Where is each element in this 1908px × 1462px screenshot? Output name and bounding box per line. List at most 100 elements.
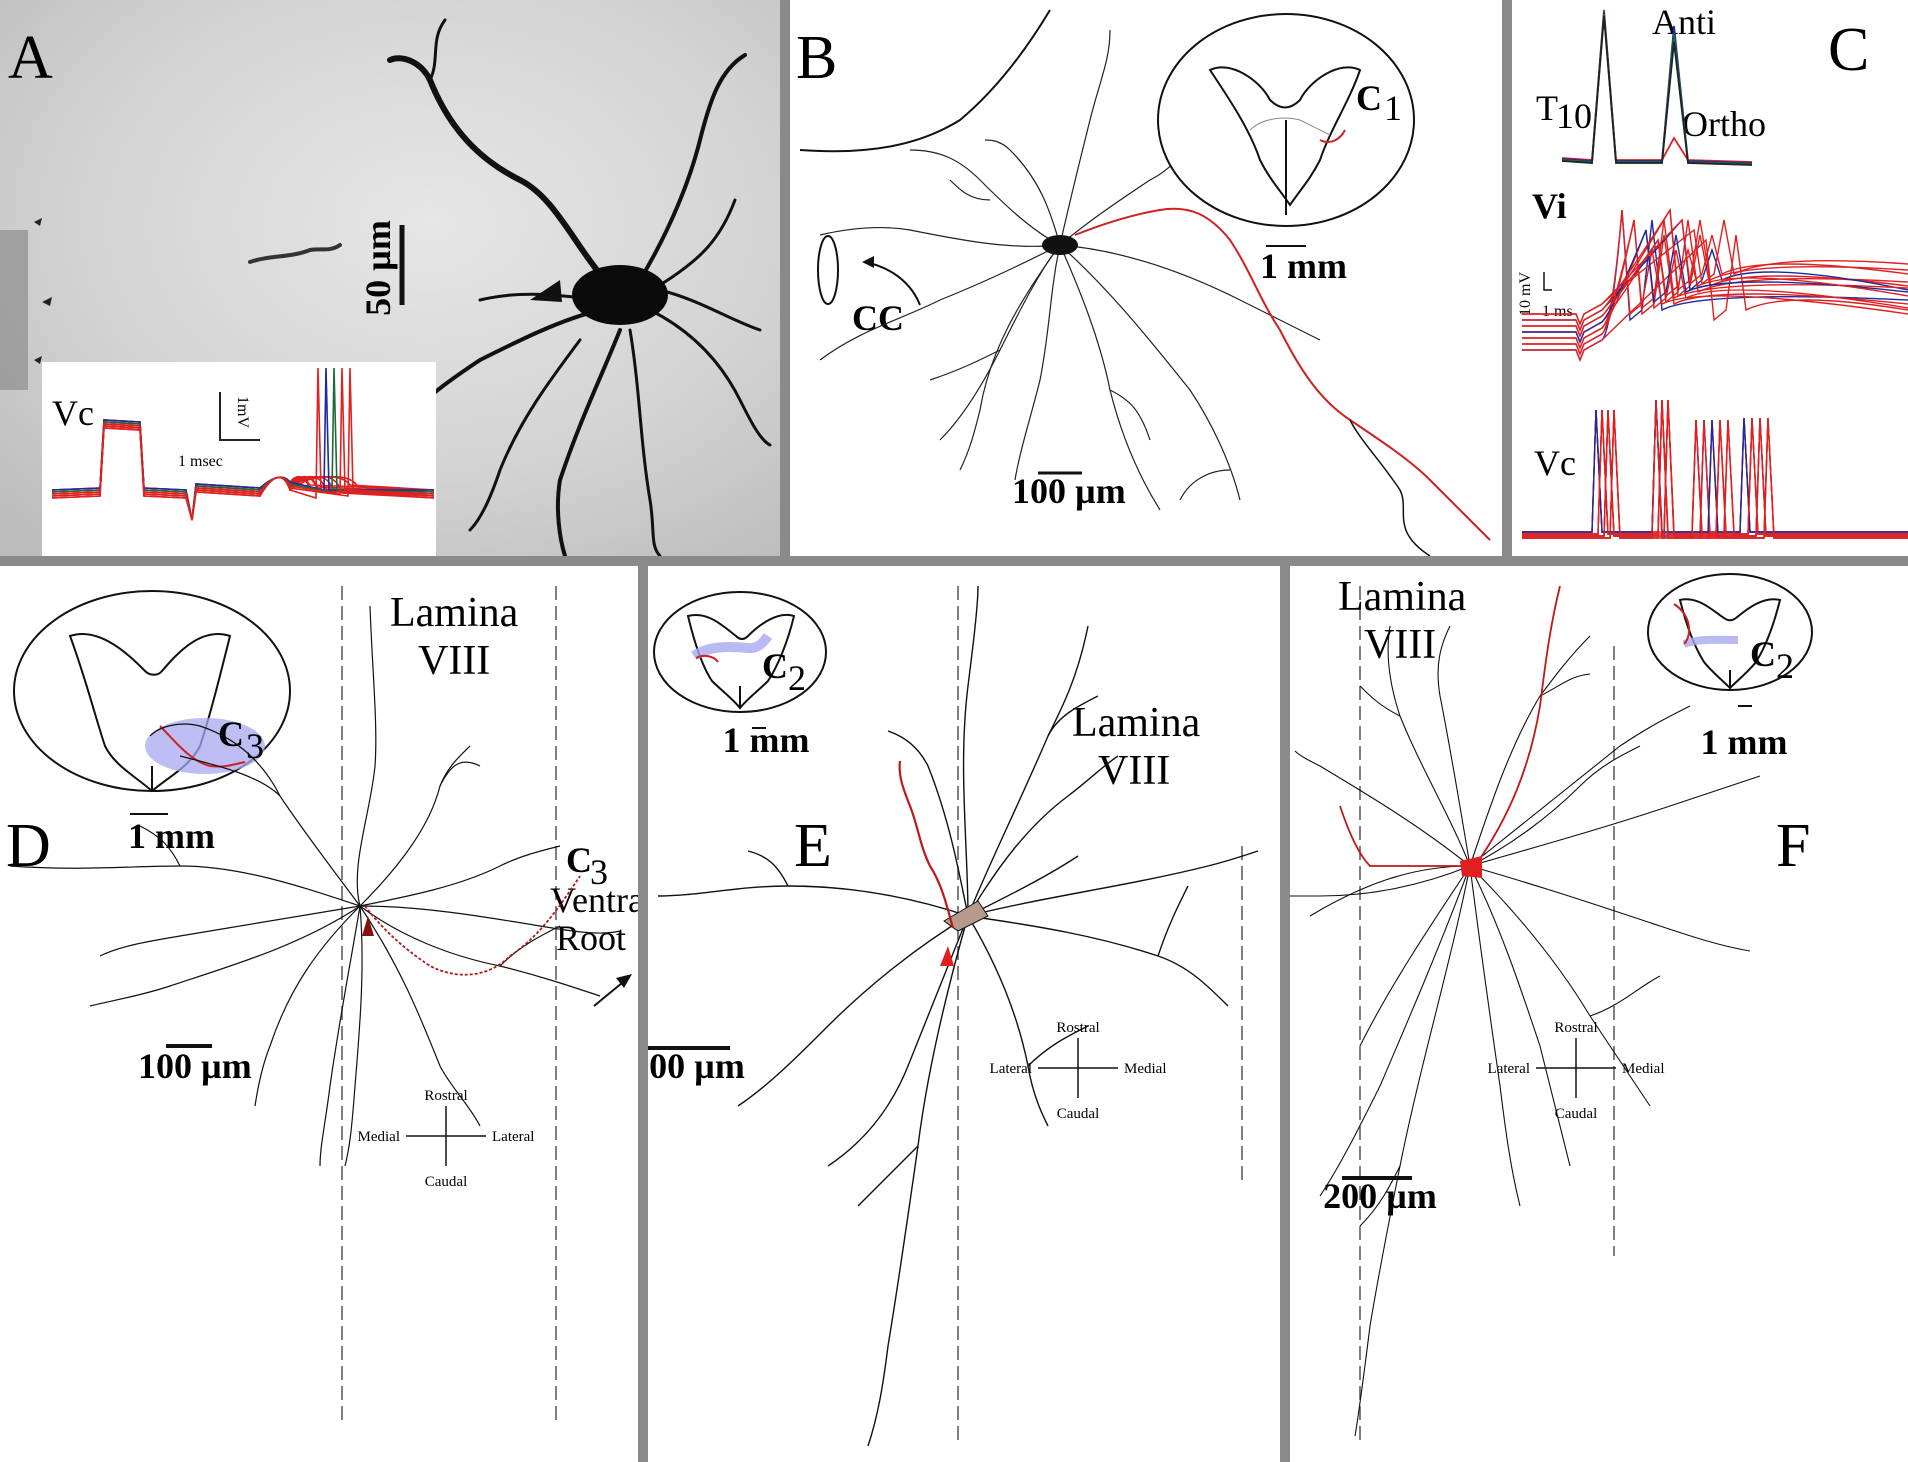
arrowheads-left (34, 218, 52, 364)
panel-c-figure: C Anti T 10 Ortho Vi 10 mV 1 ms Vc (1517, 2, 1908, 539)
panel-letter-a: A (8, 24, 53, 92)
inset-scale-x-a: 1 msec (178, 453, 223, 470)
panel-e-figure: E Lamina VIII C 2 1 mm (648, 585, 1259, 1447)
panel-a-inset: Vc 1mV 1 msec (42, 362, 436, 556)
panel-c: C Anti T 10 Ortho Vi 10 mV 1 ms Vc (1512, 0, 1908, 556)
lamina-label-f-2: VIII (1364, 622, 1436, 668)
trace-vi (1522, 207, 1908, 332)
trace-vi (1522, 218, 1908, 326)
compass-d: Rostral Caudal Medial Lateral (358, 1088, 535, 1190)
panel-e: E Lamina VIII C 2 1 mm (648, 566, 1280, 1462)
panel-d: D Lamina VIII C 3 1 mm C 3 Ventral Root (0, 566, 638, 1462)
neuron-f-axon (1474, 585, 1561, 867)
traces-vc (1522, 399, 1908, 539)
inset-label-d: C (218, 714, 244, 754)
scale-label-a: 50 µm (358, 220, 398, 316)
compass-e: Rostral Caudal Lateral Medial (990, 1020, 1167, 1122)
t-sub: 10 (1556, 96, 1592, 136)
tissue-edge-lines (1349, 419, 1431, 556)
neuron-f-axon-branch (1339, 805, 1471, 867)
inset-traces-a (51, 367, 435, 521)
inset-cord-b: C 1 1 mm (1157, 13, 1415, 286)
neuron-b-soma (1042, 235, 1078, 255)
inset-scale-f: 1 mm (1701, 722, 1788, 762)
scale-x-c: 1 ms (1542, 303, 1573, 320)
inset-label-e: C (762, 646, 788, 686)
panel-letter-b: B (796, 24, 837, 92)
inset-cord-e: C 2 1 mm (653, 591, 827, 760)
panel-letter-f: F (1776, 812, 1810, 880)
vr-sub-d: 3 (590, 852, 608, 892)
trace-vi (1522, 209, 1908, 356)
inset-scale-e: 1 mm (723, 720, 810, 760)
scale-y-c: 10 mV (1517, 272, 1534, 316)
vi-label: Vi (1532, 186, 1567, 226)
compass-e-top: Rostral (1056, 1020, 1099, 1036)
inset-trace-a (51, 367, 435, 521)
neuron-f-dendrites (1290, 625, 1761, 1437)
separator-top-bottom (0, 556, 1908, 566)
lamina-label-f-1: Lamina (1338, 574, 1467, 620)
inset-scale-d: 1 mm (128, 816, 215, 856)
inset-label-vc-a: Vc (52, 393, 94, 433)
trace-vc (1522, 399, 1908, 533)
anti-label: Anti (1652, 2, 1716, 42)
inset-label-b: C (1356, 78, 1382, 118)
compass-e-left: Lateral (990, 1061, 1032, 1077)
vr-label-d: C (566, 840, 592, 880)
cc-arrowhead (862, 256, 874, 268)
inset-scale-y-a: 1mV (234, 396, 251, 428)
compass-d-bottom: Caudal (425, 1174, 468, 1190)
neuron-f-soma (1460, 856, 1482, 878)
vc-label-c: Vc (1534, 443, 1576, 483)
panel-letter-e: E (794, 812, 832, 880)
compass-f-top: Rostral (1554, 1020, 1597, 1036)
inset-cord-d: C 3 1 mm (13, 590, 291, 856)
panel-f-figure: F Lamina VIII C 2 1 mm (1290, 573, 1813, 1446)
separator-a-b (780, 0, 790, 556)
inset-scale-b: 1 mm (1260, 246, 1347, 286)
trace-vi (1522, 218, 1908, 332)
lamina-label-e-1: Lamina (1072, 700, 1201, 746)
trace-t10 (1561, 15, 1753, 166)
electrode-shadow (0, 230, 28, 390)
scale-label-b: 100 µm (1012, 471, 1126, 511)
soma-arrowhead (530, 280, 562, 302)
scale-label-d: 100 µm (138, 1046, 252, 1086)
lamina-label-d-2: VIII (418, 638, 490, 684)
panel-d-figure: D Lamina VIII C 3 1 mm C 3 Ventral Root (6, 586, 638, 1426)
panel-f: F Lamina VIII C 2 1 mm (1290, 566, 1908, 1462)
compass-e-bottom: Caudal (1057, 1106, 1100, 1122)
trace-vc (1522, 399, 1908, 537)
panel-letter-d: D (6, 812, 51, 880)
inset-sub-e: 2 (788, 658, 806, 698)
neuron-soma (572, 265, 668, 325)
neuron-b-axon (1074, 207, 1491, 541)
separator-e-f (1280, 566, 1290, 1462)
traces-vi (1522, 207, 1908, 362)
trace-vi (1522, 229, 1908, 344)
central-canal-outline (817, 235, 839, 305)
vr-arrowhead-d (616, 974, 632, 988)
vr-line3-d: Root (556, 918, 626, 958)
trace-vi (1522, 219, 1908, 350)
trace-vi (1522, 238, 1908, 338)
tissue-outline (799, 9, 1051, 153)
panel-b-figure: B CC (796, 9, 1491, 556)
inset-sub-b: 1 (1384, 88, 1402, 128)
lamina-label-d-1: Lamina (390, 590, 519, 636)
scale-label-f: 200 µm (1323, 1176, 1437, 1216)
lamina-label-e-2: VIII (1098, 748, 1170, 794)
inset-sub-f: 2 (1776, 646, 1794, 686)
compass-d-left: Medial (358, 1129, 401, 1145)
panel-letter-c: C (1828, 16, 1869, 84)
neuron-d-dendrites (9, 605, 621, 1167)
panel-a: 50 µm A Vc 1mV 1 msec (0, 0, 780, 556)
neuron-e-axon (898, 760, 955, 929)
neuron-d-axon (364, 875, 581, 976)
traces-t10 (1561, 9, 1753, 166)
scale-c (1543, 272, 1552, 291)
compass-f: Rostral Caudal Lateral Medial (1488, 1020, 1665, 1122)
trace-vi (1522, 234, 1908, 362)
neuron-dendrites (248, 18, 772, 556)
